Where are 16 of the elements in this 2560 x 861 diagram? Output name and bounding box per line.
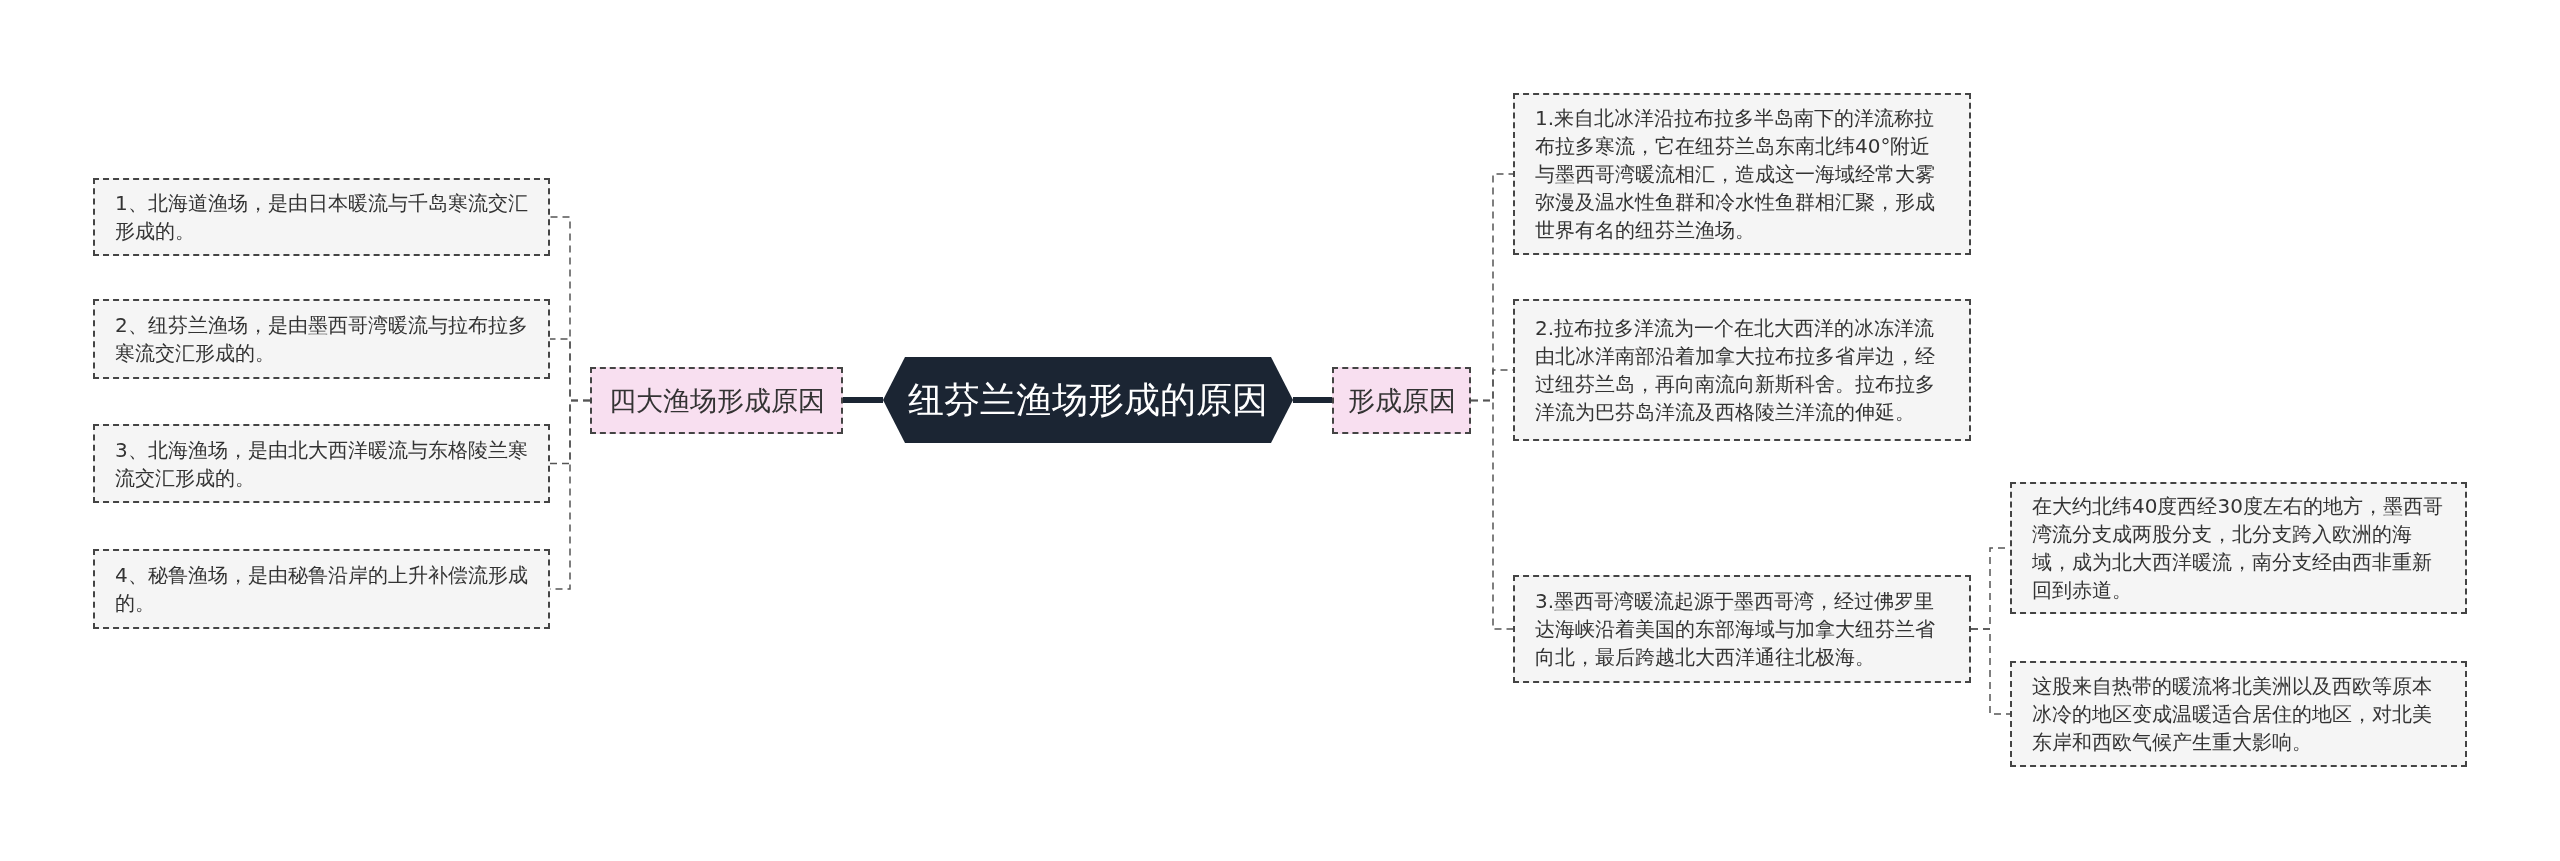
text-box: 在大约北纬40度西经30度左右的地方，墨西哥湾流分支成两股分支，北分支跨入欧洲的海域，成为北大西洋暖流，南分支经由西非重新回到赤道。 [2010,482,2467,614]
branch-box: 四大渔场形成原因 [590,367,843,434]
text-box: 1、北海道渔场，是由日本暖流与千岛寒流交汇形成的。 [93,178,550,256]
text-box: 这股来自热带的暖流将北美洲以及西欧等原本冰冷的地区变成温暖适合居住的地区，对北美东岸和西欧气候产生重大影响。 [2010,661,2467,767]
text-box: 1.来自北冰洋沿拉布拉多半岛南下的洋流称拉布拉多寒流，它在纽芬兰岛东南北纬40°附近与墨西哥湾暖流相汇，造成这一海域经常大雾弥漫及温水性鱼群和冷水性鱼群相汇聚，形成世界有名的纽芬兰渔场。 [1513,93,1971,255]
text-box: 3、北海渔场，是由北大西洋暖流与东格陵兰寒流交汇形成的。 [93,424,550,503]
text-box: 2.拉布拉多洋流为一个在北大西洋的冰冻洋流由北冰洋南部沿着加拿大拉布拉多省岸边，经过纽芬兰岛，再向南流向新斯科舍。拉布拉多洋流为巴芬岛洋流及西格陵兰洋流的伸延。 [1513,299,1971,441]
connector-line [1970,628,2011,715]
connector-line [1470,399,1514,630]
text-box: 2、纽芬兰渔场，是由墨西哥湾暖流与拉布拉多寒流交汇形成的。 [93,299,550,379]
text-box: 3.墨西哥湾暖流起源于墨西哥湾，经过佛罗里达海峡沿着美国的东部海域与加拿大纽芬兰省向北，最后跨越北大西洋通往北极海。 [1513,575,1971,683]
branch-box: 形成原因 [1332,367,1471,434]
connector-line [843,397,883,403]
connector-line [1293,397,1332,403]
text-box: 4、秘鲁渔场，是由秘鲁沿岸的上升补偿流形成的。 [93,549,550,629]
topic-hexagon: 纽芬兰渔场形成的原因 [883,357,1293,443]
